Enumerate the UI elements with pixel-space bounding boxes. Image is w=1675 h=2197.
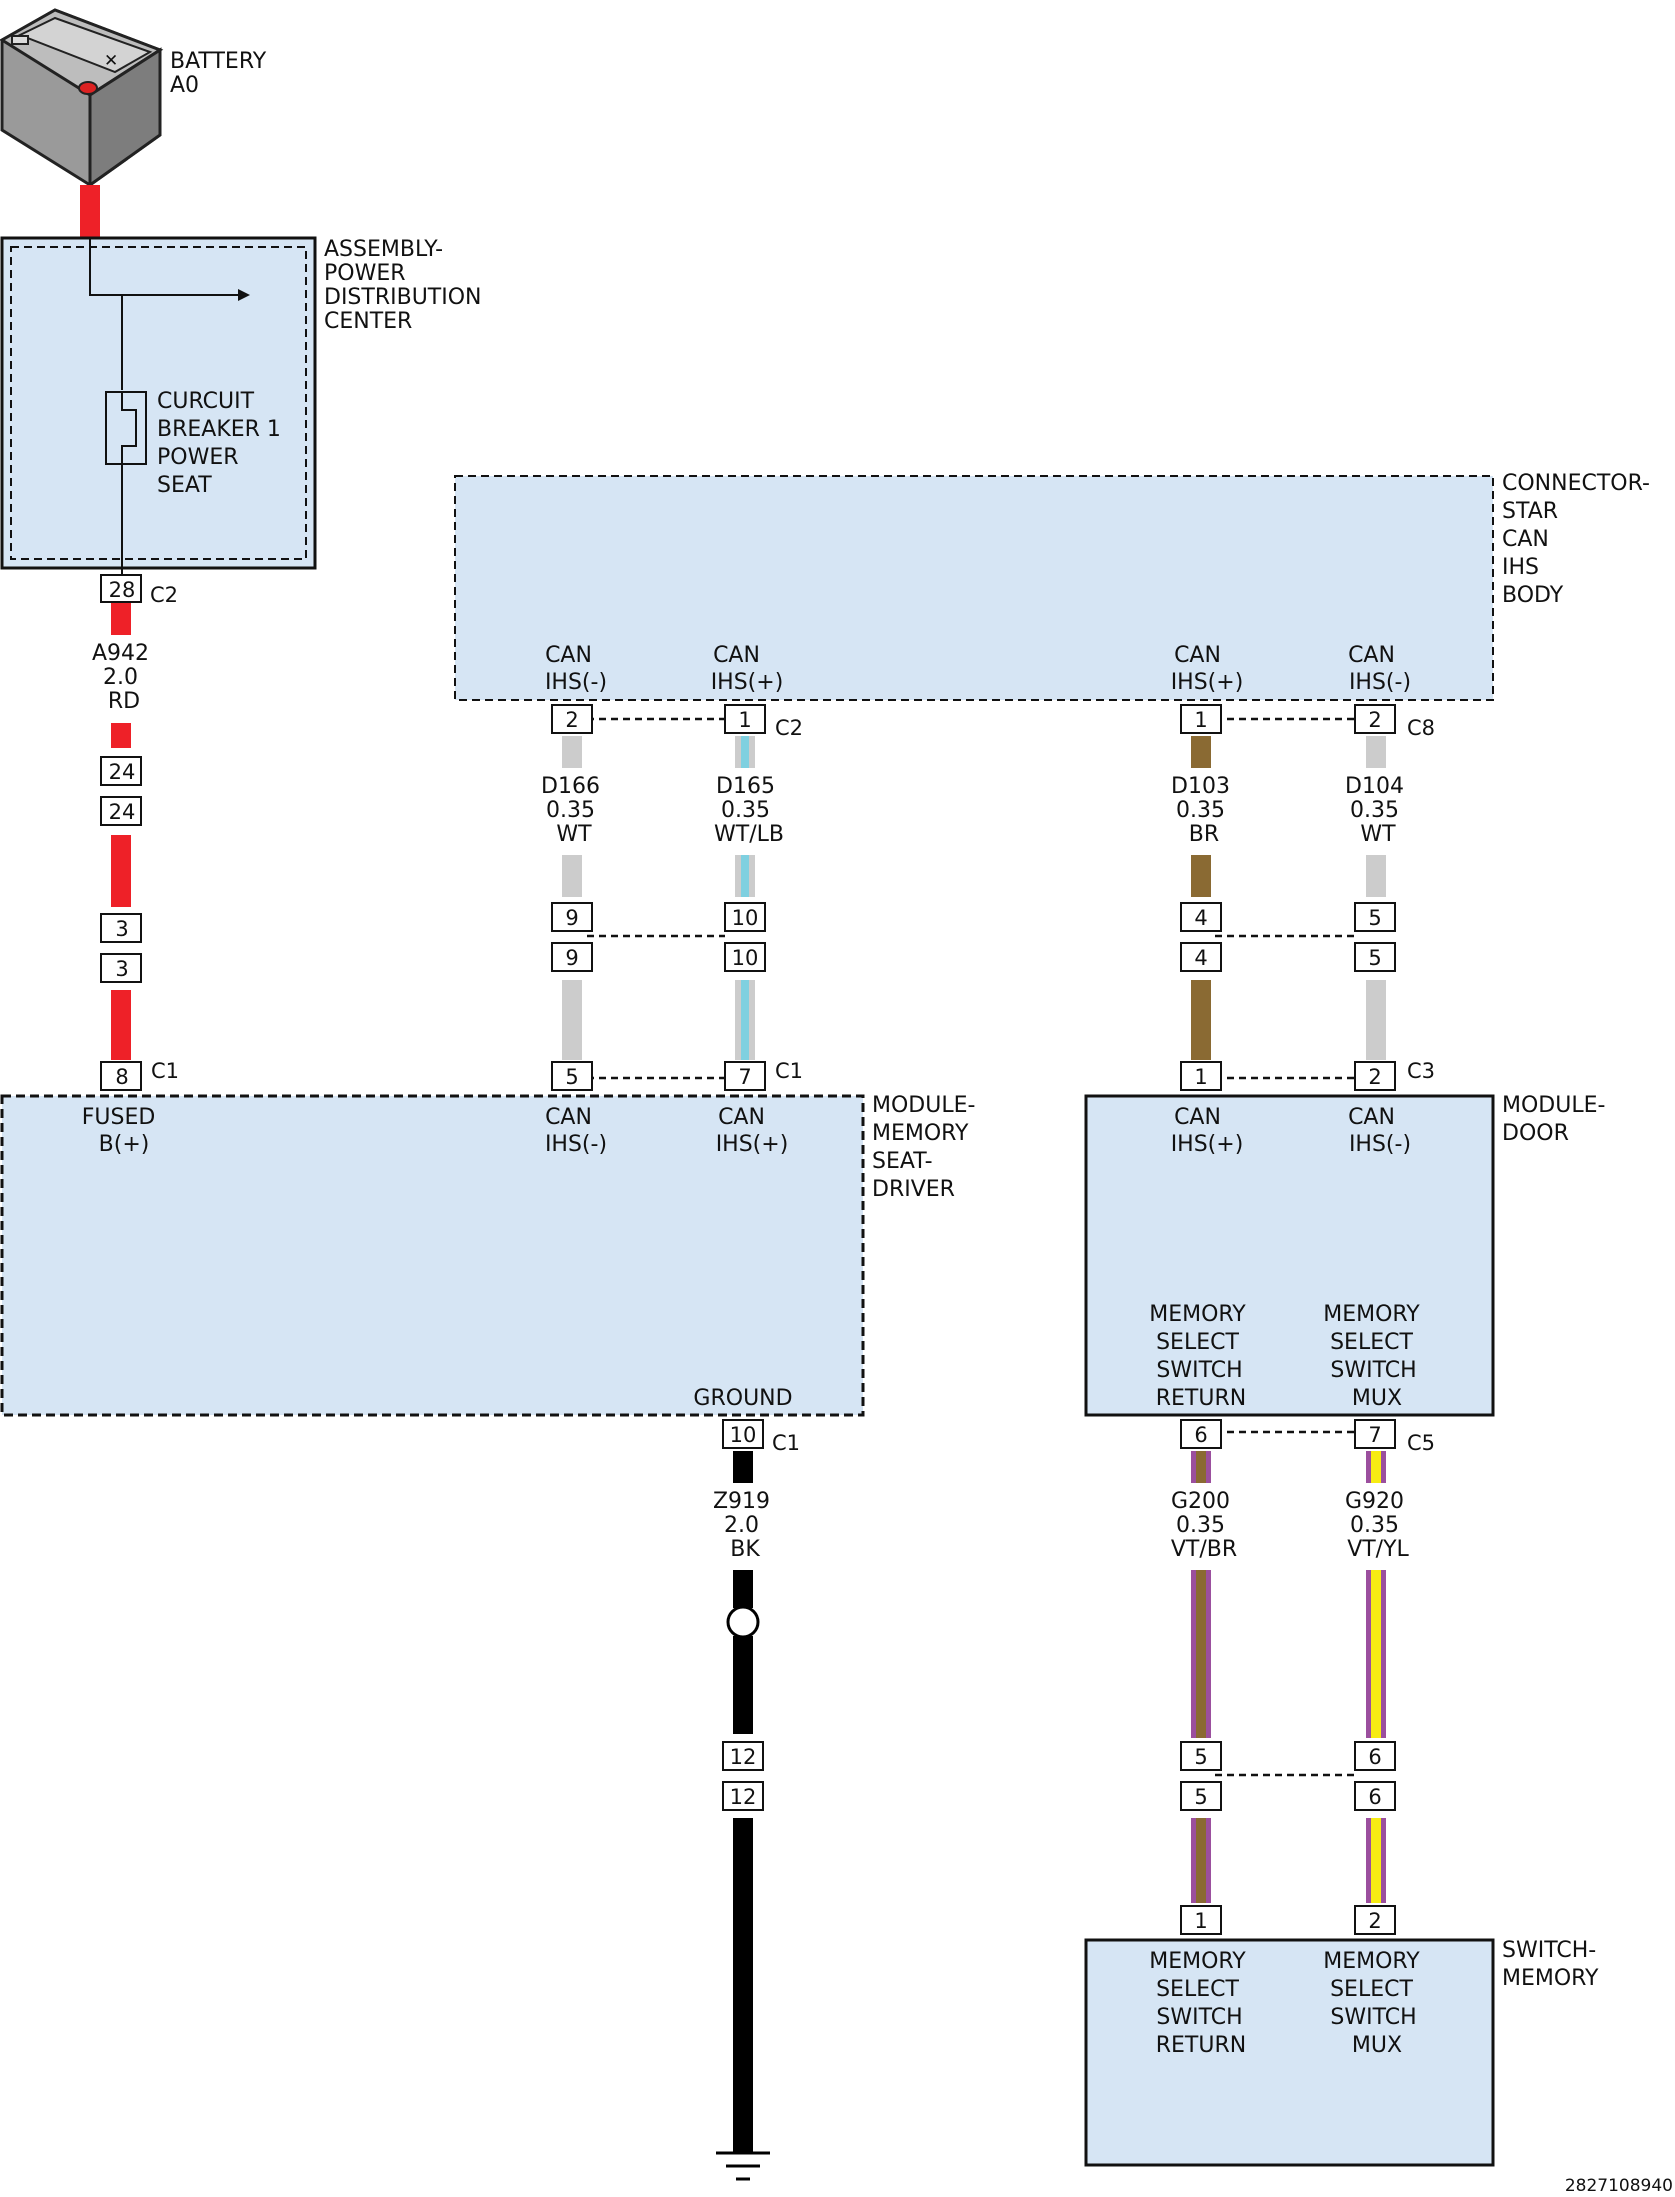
wire-label-d103: D103 0.35 BR (1171, 774, 1237, 847)
memory-seat-label: MODULE- MEMORY SEAT- DRIVER (872, 1093, 982, 1202)
splice-circle-icon (726, 1605, 760, 1639)
pin-boxes (100, 574, 1396, 1935)
wire-z919 (733, 1451, 753, 2153)
battery-label: BATTERY A0 (170, 49, 273, 98)
pin-number: 8 (115, 1065, 128, 1089)
switch-label: SWITCH- MEMORY (1502, 1938, 1603, 1991)
wire-d104 (1366, 736, 1386, 1060)
pin-number: 5 (565, 1065, 578, 1089)
pin-number: 5 (1368, 906, 1381, 930)
connector-id: C5 (1407, 1431, 1435, 1455)
pin-number: 9 (565, 946, 578, 970)
wire-label-a942: A942 2.0 RD (92, 641, 156, 714)
pin-number: 4 (1194, 906, 1207, 930)
connector-id: C2 (150, 583, 178, 607)
wire-label-g200: G200 0.35 VT/BR (1171, 1489, 1237, 1562)
door-pin-name: CAN IHS(+) (1171, 1105, 1244, 1157)
pin-number: 12 (730, 1745, 757, 1769)
star-label: CONNECTOR- STAR CAN IHS BODY (1502, 471, 1657, 608)
pin-number: 6 (1194, 1423, 1207, 1447)
pin-number: 12 (730, 1785, 757, 1809)
pin-number: 10 (730, 1423, 757, 1447)
wire-d103 (1191, 736, 1211, 1060)
battery-wire (80, 185, 100, 238)
pin-number: 10 (732, 906, 759, 930)
pin-number: 5 (1368, 946, 1381, 970)
wire-label-z919: Z919 2.0 BK (713, 1489, 777, 1562)
memory-seat-pin-name: CAN IHS(-) (545, 1105, 607, 1157)
pdc-label: ASSEMBLY- POWER DISTRIBUTION CENTER (324, 237, 489, 334)
star-pin-name: CAN IHS(+) (711, 643, 784, 695)
connector-id: C1 (772, 1431, 800, 1455)
pin-number: 7 (1368, 1423, 1381, 1447)
pin-number: 24 (109, 800, 136, 824)
pin-number: 7 (738, 1065, 751, 1089)
pin-number: 3 (115, 957, 128, 981)
wire-label-d104: D104 0.35 WT (1345, 774, 1411, 847)
pin-number: 9 (565, 906, 578, 930)
connector-id: C3 (1407, 1059, 1435, 1083)
wire-label-d166: D166 0.35 WT (541, 774, 607, 847)
ground-icon (716, 2151, 770, 2181)
connector-id: C1 (775, 1059, 803, 1083)
star-pin-name: CAN IHS(-) (545, 643, 607, 695)
pin-number: 3 (115, 917, 128, 941)
pin-number: 24 (109, 760, 136, 784)
connector-links (587, 717, 1355, 1777)
svg-text:✕: ✕ (104, 51, 118, 71)
breaker-label: CURCUIT BREAKER 1 POWER SEAT (157, 389, 288, 498)
connector-id: C2 (775, 716, 803, 740)
wire-d165 (735, 736, 755, 1060)
pin-number: 28 (109, 578, 136, 602)
memory-seat-pin-name: FUSED B(+) (82, 1105, 163, 1157)
pin-number: 5 (1194, 1745, 1207, 1769)
star-connector-box (454, 475, 1494, 701)
circuit-breaker-icon (105, 391, 147, 465)
battery-icon: ✕ (0, 8, 164, 188)
pin-number: 1 (738, 708, 751, 732)
pin-number: 1 (1194, 708, 1207, 732)
wire-label-d165: D165 0.35 WT/LB (714, 774, 784, 847)
pin-number: 4 (1194, 946, 1207, 970)
star-pin-name: CAN IHS(-) (1348, 643, 1411, 695)
wire-g920 (1366, 1451, 1386, 1903)
memory-seat-module-box (0, 1094, 865, 1417)
door-pin-name: CAN IHS(-) (1348, 1105, 1411, 1157)
pdc-box (0, 236, 317, 570)
door-module-box (1084, 1094, 1495, 1417)
wire-a942 (111, 603, 131, 1060)
wire-d166 (562, 736, 582, 1060)
door-label: MODULE- DOOR (1502, 1093, 1612, 1146)
ground-pin-name: GROUND (693, 1386, 792, 1411)
door-bottom-pin-name: MEMORY SELECT SWITCH RETURN (1149, 1302, 1253, 1411)
pin-number: 1 (1194, 1065, 1207, 1089)
memory-seat-pin-name: CAN IHS(+) (716, 1105, 789, 1157)
pin-number: 6 (1368, 1785, 1381, 1809)
wire-g200 (1191, 1451, 1211, 1903)
door-bottom-pin-name: MEMORY SELECT SWITCH MUX (1323, 1302, 1427, 1411)
switch-pin-name: MEMORY SELECT SWITCH MUX (1323, 1949, 1427, 2058)
star-pin-name: CAN IHS(+) (1171, 643, 1244, 695)
pin-number: 6 (1368, 1745, 1381, 1769)
connector-id: C1 (151, 1059, 179, 1083)
switch-memory-box (1084, 1938, 1495, 2167)
pin-number: 2 (1368, 1909, 1381, 1933)
switch-pin-name: MEMORY SELECT SWITCH RETURN (1149, 1949, 1253, 2058)
pin-number: 2 (565, 708, 578, 732)
connector-id: C8 (1407, 716, 1435, 740)
pin-number: 10 (732, 946, 759, 970)
pin-number: 5 (1194, 1785, 1207, 1809)
pin-number: 1 (1194, 1909, 1207, 1933)
pin-number: 2 (1368, 708, 1381, 732)
pin-number: 2 (1368, 1065, 1381, 1089)
figure-id: 2827108940 (1565, 2176, 1673, 2196)
wire-label-g920: G920 0.35 VT/YL (1345, 1489, 1411, 1562)
